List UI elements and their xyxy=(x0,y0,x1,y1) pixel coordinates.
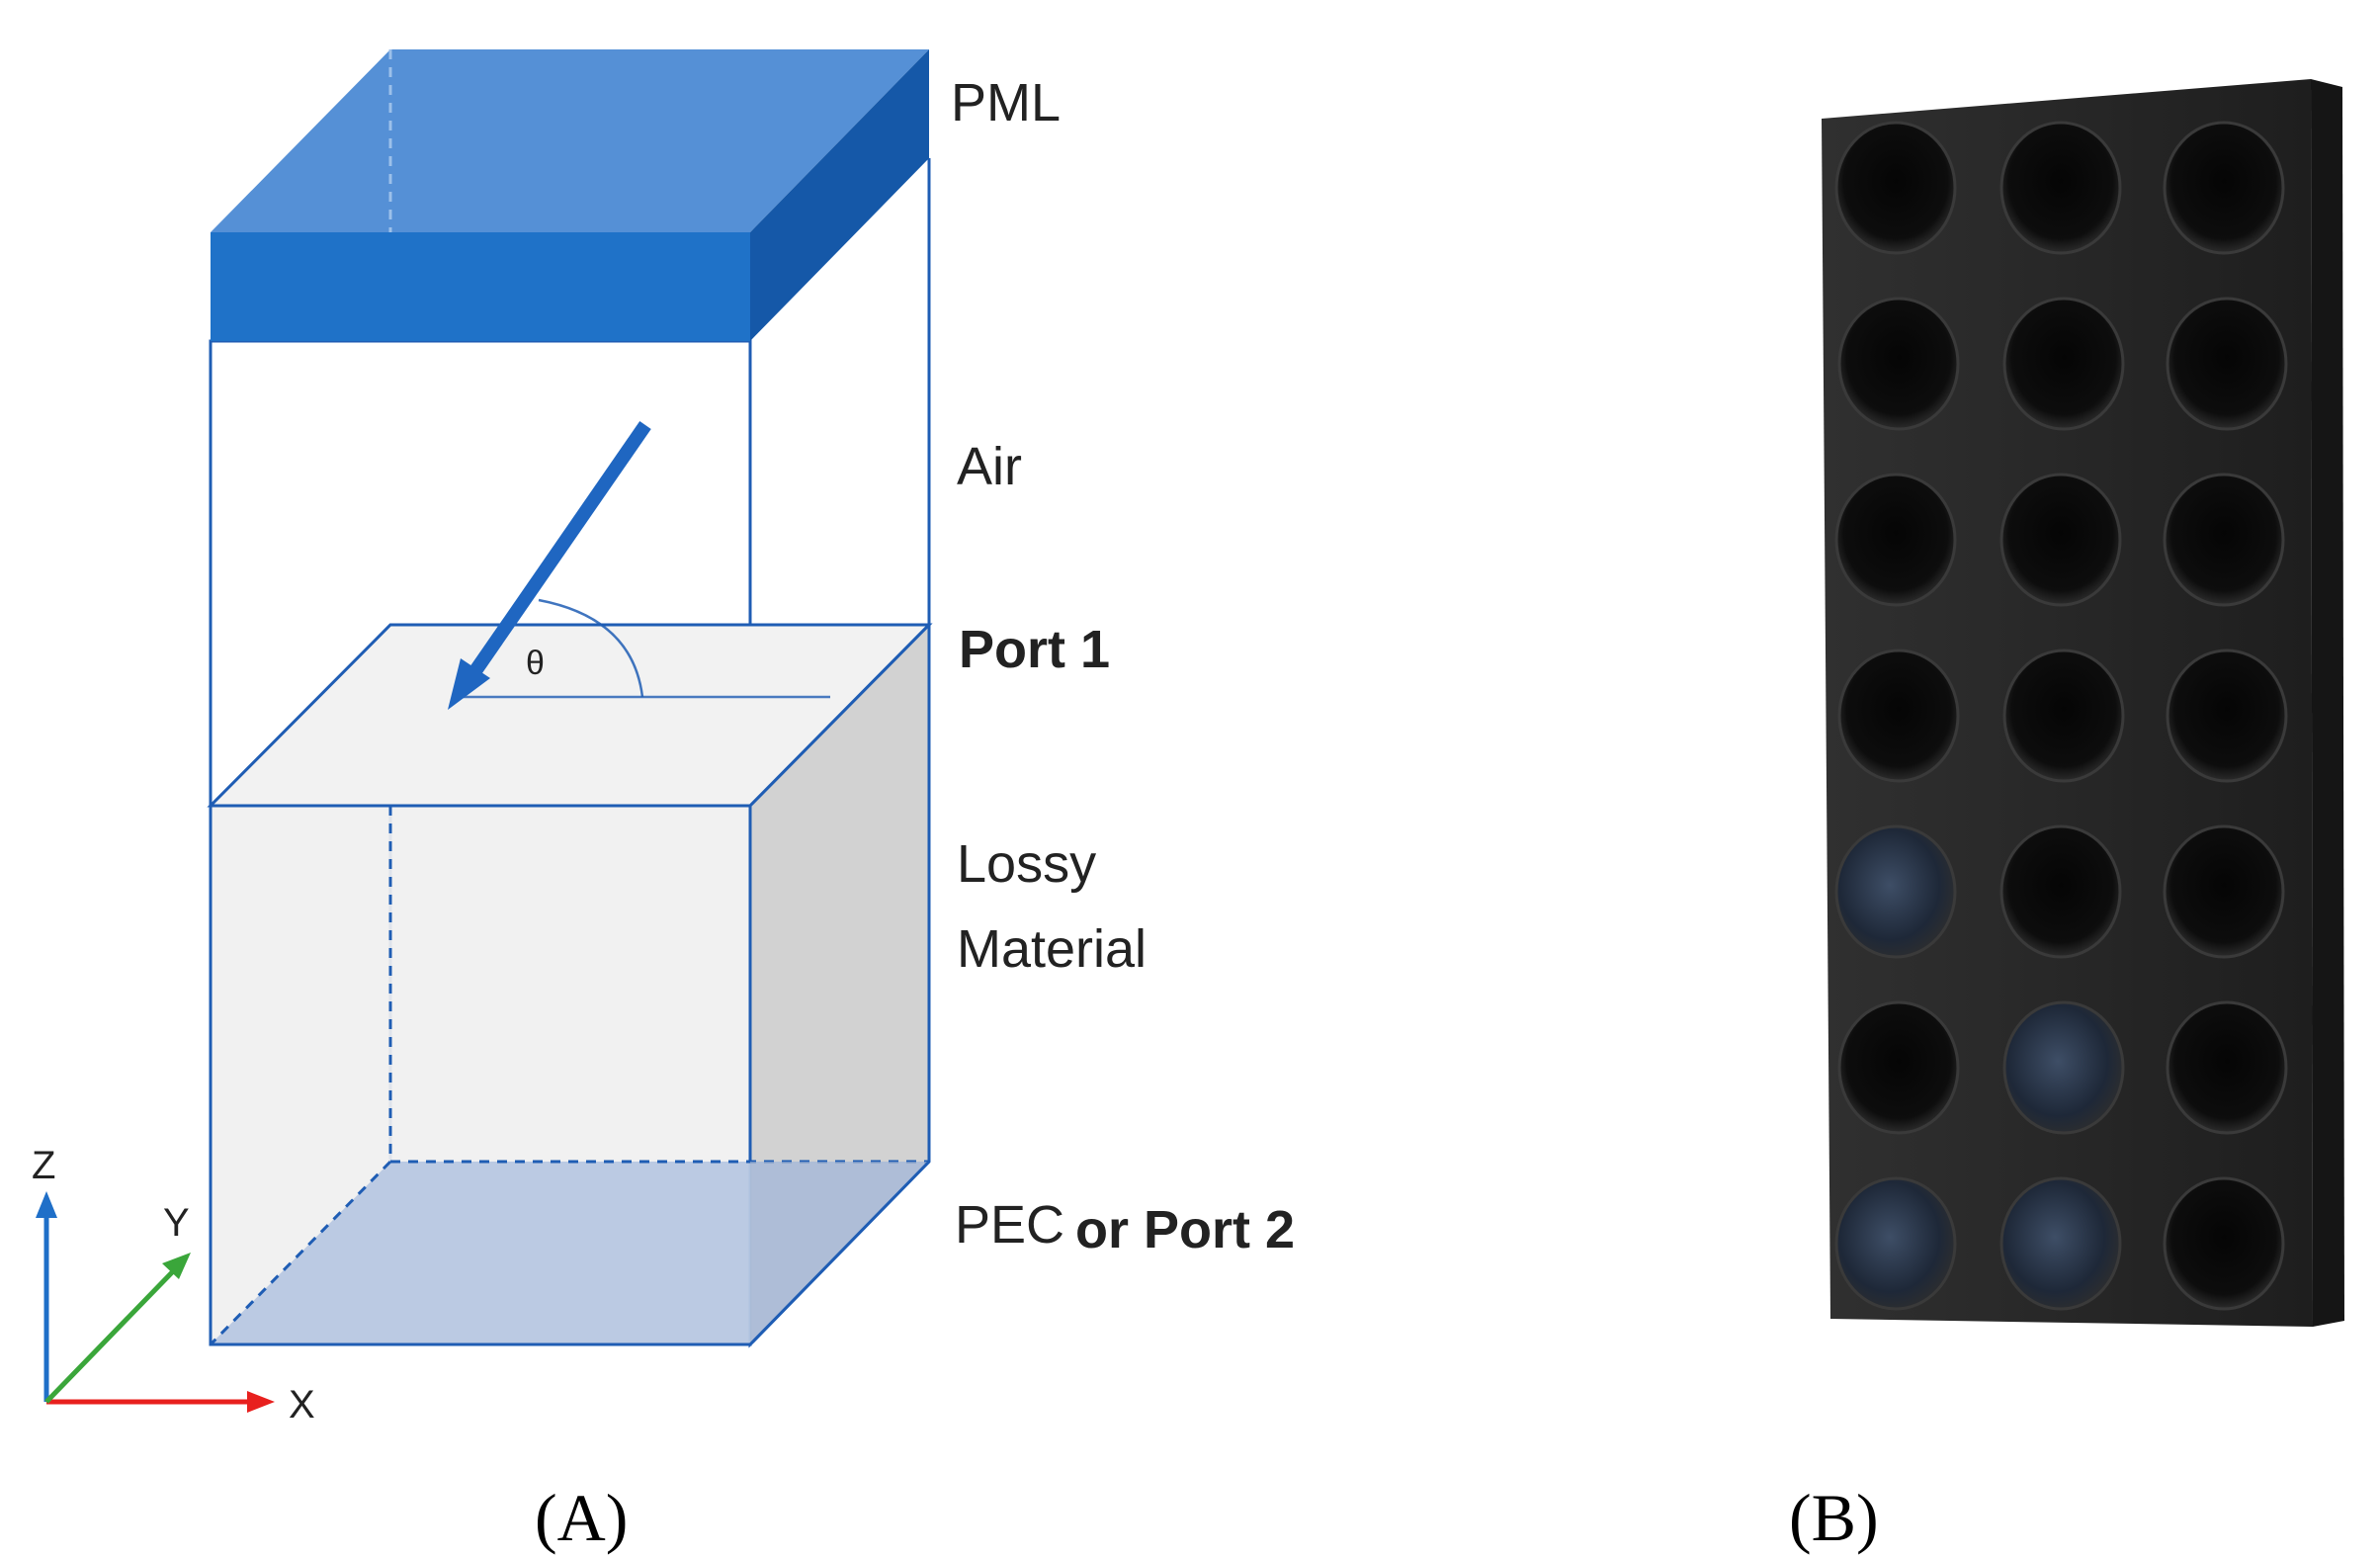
z-axis-label: Z xyxy=(32,1144,55,1187)
pec-left-edge-dashed xyxy=(209,1160,392,1346)
panel-b-sample-photo: (B) xyxy=(1789,79,2344,1555)
sample-hole xyxy=(2166,1000,2288,1135)
pml-side-face xyxy=(750,49,929,341)
sample-hole xyxy=(1837,297,1960,431)
sample-hole xyxy=(2163,824,2285,959)
sample-hole xyxy=(2163,1176,2285,1311)
coordinate-axes: Z Y X xyxy=(32,1144,315,1427)
port2-label: or Port 2 xyxy=(1075,1200,1295,1259)
sample-hole xyxy=(2163,121,2285,255)
incident-wave-arrow-head xyxy=(448,658,490,710)
port1-label: Port 1 xyxy=(959,620,1110,679)
z-axis-arrowhead xyxy=(36,1191,57,1218)
sample-hole xyxy=(2002,297,2125,431)
sample-hole xyxy=(1834,1176,1957,1311)
sample-hole xyxy=(1834,824,1957,959)
pec-bottom-face xyxy=(211,1162,929,1344)
pml-front-face xyxy=(211,232,750,341)
sample-hole xyxy=(2166,649,2288,783)
sample-hole xyxy=(1834,473,1957,607)
y-axis xyxy=(44,1266,178,1404)
sample-hole xyxy=(1999,121,2122,255)
sample-hole xyxy=(2163,473,2285,607)
sample-hole xyxy=(2166,297,2288,431)
sample-hole xyxy=(1999,824,2122,959)
sample-hole xyxy=(1999,473,2122,607)
lossy-label-line2: Material xyxy=(957,919,1147,979)
pec-label: PEC xyxy=(955,1195,1064,1255)
pml-top-face xyxy=(211,49,929,232)
sample-hole xyxy=(1837,649,1960,783)
air-label: Air xyxy=(957,437,1022,496)
sample-hole xyxy=(1837,1000,1960,1135)
panel-b-caption: (B) xyxy=(1789,1480,1879,1555)
angle-theta-label: θ xyxy=(526,645,545,682)
sample-block-edge xyxy=(2311,79,2344,1327)
sample-holes xyxy=(1834,121,2288,1311)
panel-a-diagram: θ PML Air Port 1 Lossy Material PEC or P… xyxy=(32,49,1295,1555)
sample-hole xyxy=(1999,1176,2122,1311)
y-axis-arrowhead xyxy=(162,1253,191,1279)
pec-right-edge xyxy=(748,1160,931,1346)
sample-hole xyxy=(2002,649,2125,783)
lossy-label-line1: Lossy xyxy=(957,834,1096,894)
incident-wave-arrow-shaft xyxy=(467,421,651,679)
y-axis-label: Y xyxy=(163,1201,190,1245)
angle-arc xyxy=(538,598,644,698)
x-axis-label: X xyxy=(289,1383,315,1427)
sample-hole xyxy=(1834,121,1957,255)
x-axis-arrowhead xyxy=(247,1391,275,1413)
pml-label: PML xyxy=(951,73,1061,132)
panel-a-caption: (A) xyxy=(535,1480,628,1555)
sample-hole xyxy=(2002,1000,2125,1135)
